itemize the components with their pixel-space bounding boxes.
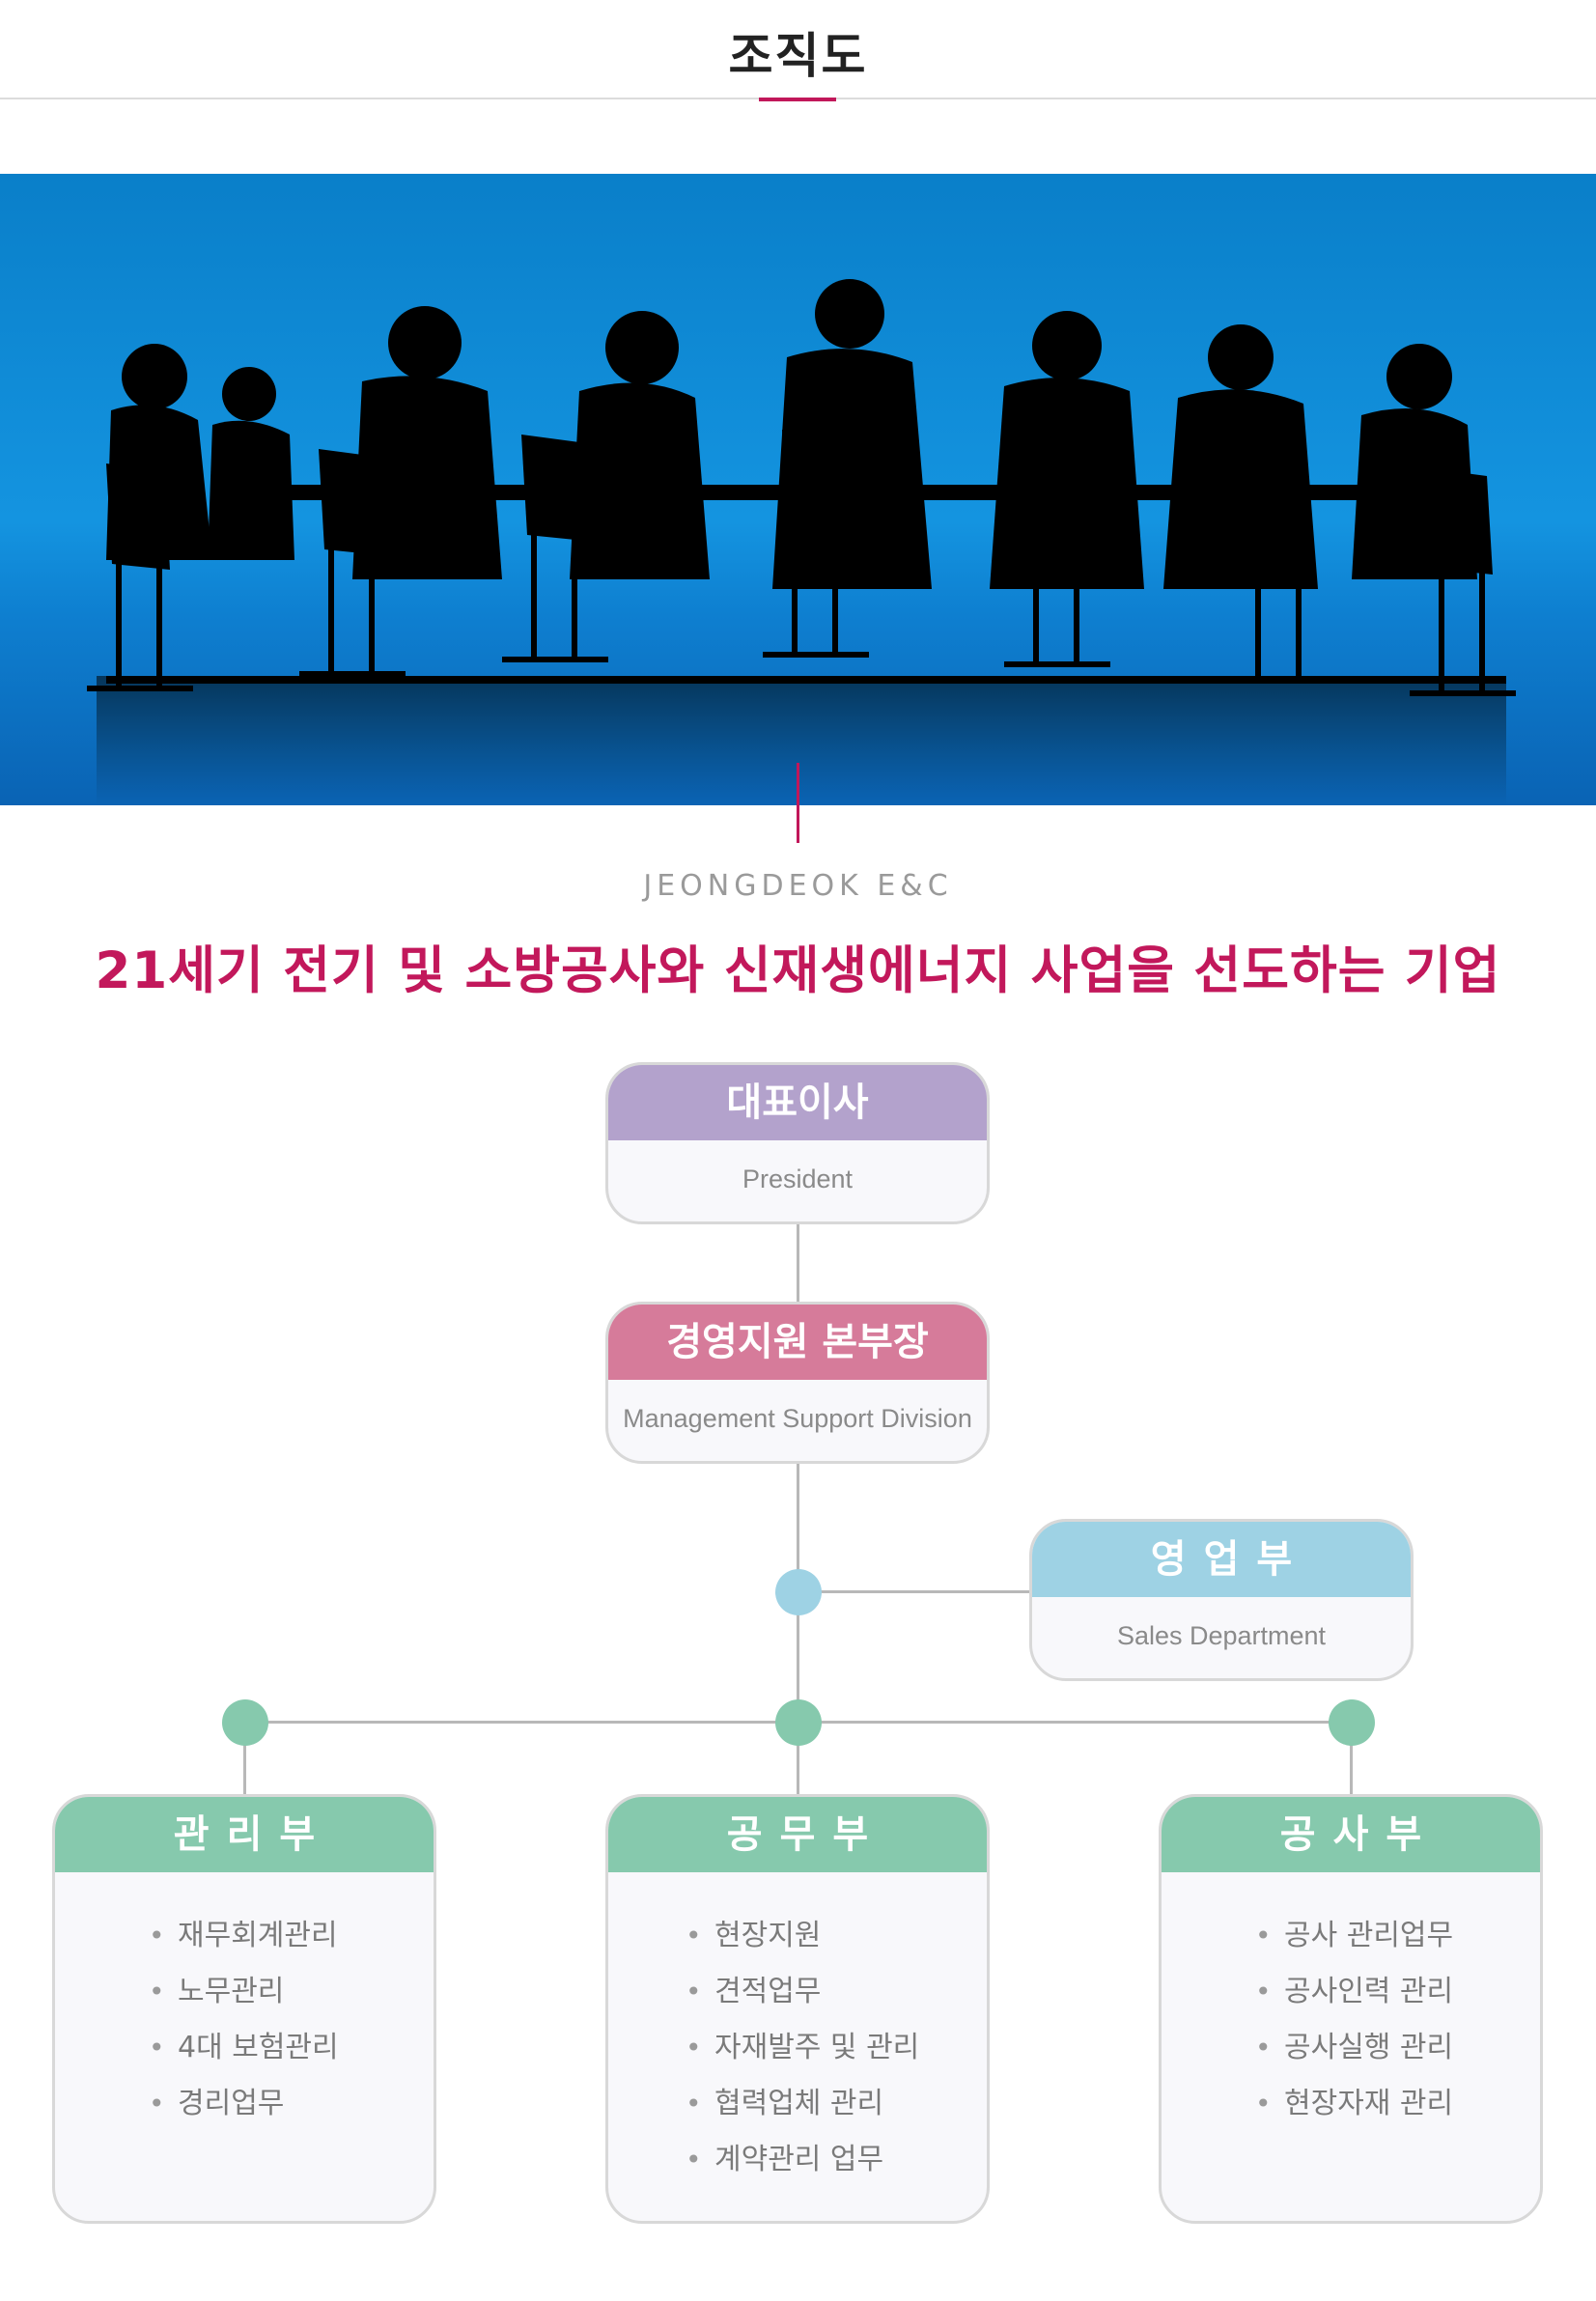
department-task-list: 공사 관리업무 공사인력 관리 공사실행 관리 현장자재 관리 <box>1162 1872 1540 2137</box>
department-box-admin: 관리부 재무회계관리 노무관리 4대 보험관리 경리업무 <box>52 1794 436 2224</box>
sales-title: 영업부 <box>1032 1522 1411 1597</box>
list-item: 자재발주 및 관리 <box>686 2025 987 2081</box>
department-task-list: 재무회계관리 노무관리 4대 보험관리 경리업무 <box>55 1872 434 2137</box>
president-box: 대표이사 President <box>605 1062 990 1224</box>
sales-junction-node <box>775 1569 822 1615</box>
connector-left-drop <box>243 1721 246 1800</box>
president-title: 대표이사 <box>608 1065 987 1140</box>
list-item: 공사인력 관리 <box>1255 1969 1540 2025</box>
management-box: 경영지원 본부장 Management Support Division <box>605 1302 990 1464</box>
company-slogan: 21세기 전기 및 소방공사와 신재생에너지 사업을 선도하는 기업 <box>95 941 1501 1000</box>
title-underline <box>759 98 836 101</box>
list-item: 공사실행 관리 <box>1255 2025 1540 2081</box>
hero-connector-line <box>797 763 799 843</box>
list-item: 협력업체 관리 <box>686 2081 987 2137</box>
list-item: 현장자재 관리 <box>1255 2081 1540 2137</box>
management-title: 경영지원 본부장 <box>608 1305 987 1380</box>
president-subtitle: President <box>742 1165 854 1193</box>
list-item: 공사 관리업무 <box>1255 1913 1540 1969</box>
company-name: JEONGDEOK E&C <box>643 869 953 903</box>
department-box-construction: 공사부 공사 관리업무 공사인력 관리 공사실행 관리 현장자재 관리 <box>1159 1794 1543 2224</box>
department-title: 공사부 <box>1162 1797 1540 1872</box>
connector-president-management <box>797 1221 799 1305</box>
list-item: 견적업무 <box>686 1969 987 2025</box>
list-item: 현장지원 <box>686 1913 987 1969</box>
page-header: 조직도 <box>0 0 1596 99</box>
page-title: 조직도 <box>728 28 868 84</box>
hero-meeting-image <box>0 174 1596 805</box>
connector-sales-branch <box>798 1590 1033 1593</box>
list-item: 4대 보험관리 <box>149 2025 434 2081</box>
connector-right-drop <box>1350 1721 1353 1800</box>
sales-subtitle: Sales Department <box>1116 1621 1327 1650</box>
management-subtitle: Management Support Division <box>623 1404 972 1433</box>
meeting-silhouette-illustration <box>87 279 1516 805</box>
department-center-node <box>775 1699 822 1746</box>
list-item: 계약관리 업무 <box>686 2137 987 2193</box>
department-task-list: 현장지원 견적업무 자재발주 및 관리 협력업체 관리 계약관리 업무 <box>608 1872 987 2193</box>
list-item: 노무관리 <box>149 1969 434 2025</box>
connector-trunk <box>797 1462 799 1796</box>
department-title: 공무부 <box>608 1797 987 1872</box>
list-item: 경리업무 <box>149 2081 434 2137</box>
department-box-public-works: 공무부 현장지원 견적업무 자재발주 및 관리 협력업체 관리 계약관리 업무 <box>605 1794 990 2224</box>
sales-box: 영업부 Sales Department <box>1029 1519 1414 1681</box>
list-item: 재무회계관리 <box>149 1913 434 1969</box>
department-right-node <box>1329 1699 1375 1746</box>
department-title: 관리부 <box>55 1797 434 1872</box>
department-left-node <box>222 1699 268 1746</box>
